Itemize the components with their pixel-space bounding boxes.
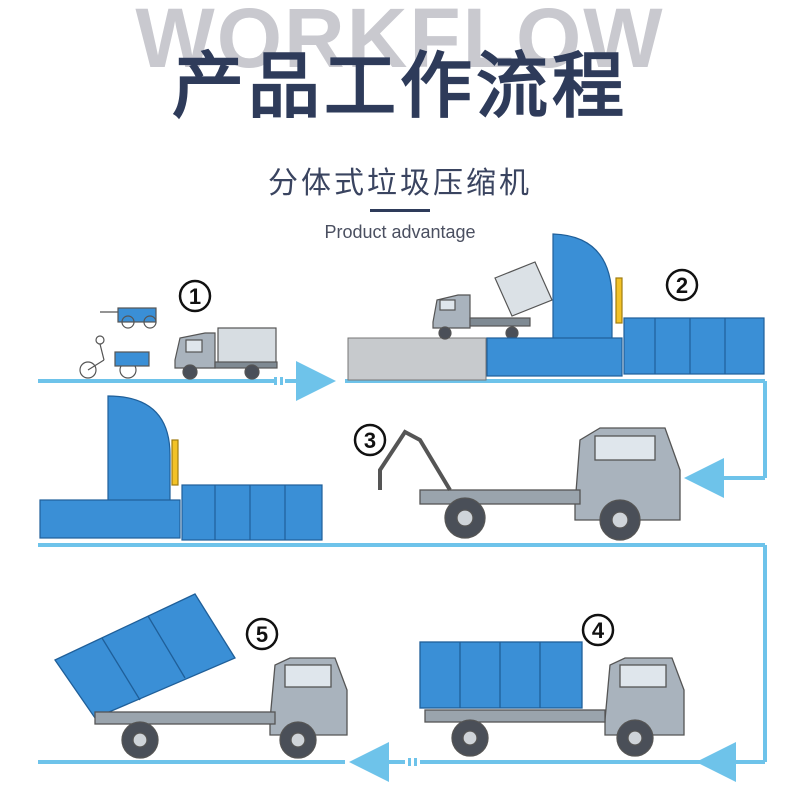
step-number-4: 4	[592, 618, 605, 643]
compactor-machine-icon-2	[39, 395, 181, 539]
step1-collection-scene: 1	[79, 279, 278, 380]
step-number-3: 3	[364, 428, 376, 453]
step-number-2: 2	[676, 273, 688, 298]
tricycle-rider-icon	[79, 335, 150, 379]
compactor-machine-icon	[486, 233, 623, 377]
dumping-truck-icon	[54, 593, 348, 759]
background-word: WORKFLOW	[135, 0, 665, 85]
compactor-with-container-scene	[39, 395, 323, 541]
concrete-platform	[347, 337, 487, 381]
container-icon-2	[181, 484, 323, 541]
step5-dumping-scene: 5	[54, 593, 348, 759]
step-badge-1: 1	[178, 279, 212, 313]
flow-dashes	[274, 377, 719, 766]
small-garbage-truck-icon	[174, 327, 278, 380]
hook-lift-truck-icon	[378, 427, 681, 541]
step-badge-5: 5	[245, 617, 279, 651]
step3-hook-truck-scene: 3	[353, 423, 681, 541]
step4-transport-scene: 4	[419, 613, 685, 757]
step-number-5: 5	[256, 622, 268, 647]
step-badge-2: 2	[665, 268, 699, 302]
english-label: Product advantage	[324, 222, 476, 242]
page-subtitle: 分体式垃圾压缩机	[268, 166, 532, 201]
step-number-1: 1	[189, 284, 201, 309]
unloading-truck-icon	[432, 261, 553, 340]
step-badge-3: 3	[353, 423, 387, 457]
tricycle-cart-icon	[100, 307, 157, 329]
truck-with-container-icon	[419, 641, 685, 757]
container-icon	[623, 317, 765, 375]
step2-compaction-scene: 2	[347, 233, 765, 381]
page-title: 产品工作流程	[171, 44, 628, 128]
flow-lines	[38, 361, 767, 782]
step-badge-4: 4	[581, 613, 615, 647]
title-divider	[370, 209, 430, 212]
